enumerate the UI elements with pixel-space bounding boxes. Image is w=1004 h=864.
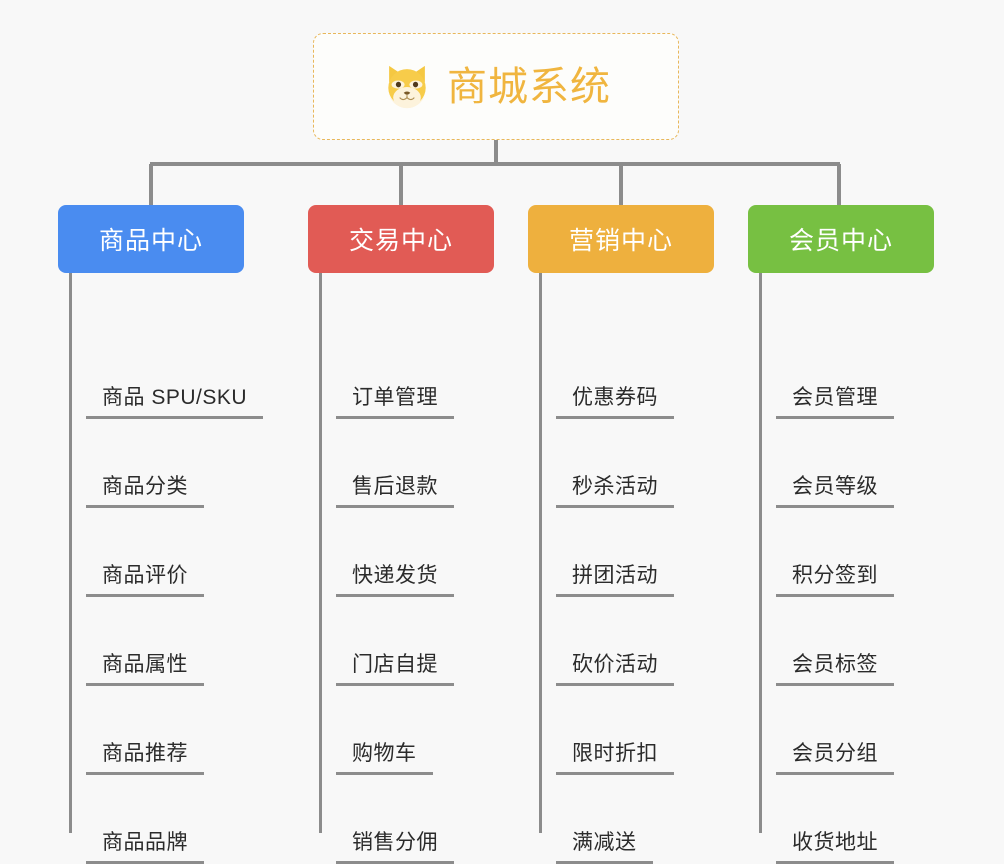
- list-item[interactable]: 购物车: [336, 743, 433, 775]
- list-item[interactable]: 门店自提: [336, 654, 454, 686]
- item-label: 会员标签: [776, 654, 894, 686]
- category-items-0: 商品 SPU/SKU 商品分类 商品评价 商品属性 商品推荐 商品品牌: [69, 273, 278, 864]
- item-label: 砍价活动: [556, 654, 674, 686]
- item-label: 收货地址: [776, 832, 894, 864]
- category-items-2: 优惠券码 秒杀活动 拼团活动 砍价活动 限时折扣 满减送: [539, 273, 748, 864]
- item-label: 商品评价: [86, 565, 204, 597]
- item-label: 秒杀活动: [556, 476, 674, 508]
- item-label: 销售分佣: [336, 832, 454, 864]
- list-item[interactable]: 拼团活动: [556, 565, 674, 597]
- category-column-会员中心: 会员中心 会员管理 会员等级 积分签到 会员标签 会员分组 收货地址: [748, 205, 968, 864]
- list-item[interactable]: 商品推荐: [86, 743, 204, 775]
- item-label: 门店自提: [336, 654, 454, 686]
- list-item[interactable]: 商品品牌: [86, 832, 204, 864]
- item-label: 拼团活动: [556, 565, 674, 597]
- category-label-3: 会员中心: [788, 227, 893, 255]
- item-label: 商品分类: [86, 476, 204, 508]
- list-item[interactable]: 砍价活动: [556, 654, 674, 686]
- item-label: 购物车: [336, 743, 433, 775]
- category-items-3: 会员管理 会员等级 积分签到 会员标签 会员分组 收货地址: [759, 273, 968, 864]
- category-header-0[interactable]: 商品中心: [58, 205, 244, 273]
- list-item[interactable]: 会员管理: [776, 387, 894, 419]
- category-label-0: 商品中心: [98, 227, 203, 255]
- category-label-2: 营销中心: [568, 227, 673, 255]
- category-label-1: 交易中心: [348, 227, 453, 255]
- item-label: 商品属性: [86, 654, 204, 686]
- root-node[interactable]: 商城系统: [313, 33, 679, 140]
- item-label: 优惠券码: [556, 387, 674, 419]
- root-title: 商城系统: [447, 64, 611, 109]
- item-label: 限时折扣: [556, 743, 674, 775]
- item-label: 售后退款: [336, 476, 454, 508]
- list-item[interactable]: 积分签到: [776, 565, 894, 597]
- category-column-营销中心: 营销中心 优惠券码 秒杀活动 拼团活动 砍价活动 限时折扣 满减送: [528, 205, 748, 864]
- list-item[interactable]: 收货地址: [776, 832, 894, 864]
- item-label: 会员分组: [776, 743, 894, 775]
- list-item[interactable]: 会员等级: [776, 476, 894, 508]
- item-label: 满减送: [556, 832, 653, 864]
- category-column-商品中心: 商品中心 商品 SPU/SKU 商品分类 商品评价 商品属性 商品推荐 商品品牌: [58, 205, 278, 864]
- list-item[interactable]: 销售分佣: [336, 832, 454, 864]
- list-item[interactable]: 优惠券码: [556, 387, 674, 419]
- list-item[interactable]: 秒杀活动: [556, 476, 674, 508]
- category-items-1: 订单管理 售后退款 快递发货 门店自提 购物车 销售分佣: [319, 273, 528, 864]
- item-label: 商品 SPU/SKU: [86, 387, 264, 419]
- item-label: 商品推荐: [86, 743, 204, 775]
- list-item[interactable]: 会员标签: [776, 654, 894, 686]
- category-columns: 商品中心 商品 SPU/SKU 商品分类 商品评价 商品属性 商品推荐 商品品牌…: [0, 205, 1004, 864]
- list-item[interactable]: 会员分组: [776, 743, 894, 775]
- category-header-2[interactable]: 营销中心: [528, 205, 714, 273]
- shiba-dog-face-icon: [388, 65, 426, 108]
- list-item[interactable]: 满减送: [556, 832, 653, 864]
- list-item[interactable]: 商品 SPU/SKU: [86, 387, 264, 419]
- category-column-交易中心: 交易中心 订单管理 售后退款 快递发货 门店自提 购物车 销售分佣: [308, 205, 528, 864]
- item-label: 积分签到: [776, 565, 894, 597]
- item-label: 会员等级: [776, 476, 894, 508]
- list-item[interactable]: 限时折扣: [556, 743, 674, 775]
- list-item[interactable]: 商品评价: [86, 565, 204, 597]
- item-label: 快递发货: [336, 565, 454, 597]
- category-header-1[interactable]: 交易中心: [308, 205, 494, 273]
- list-item[interactable]: 订单管理: [336, 387, 454, 419]
- list-item[interactable]: 商品属性: [86, 654, 204, 686]
- list-item[interactable]: 售后退款: [336, 476, 454, 508]
- mindmap-canvas: 商城系统 商品中心 商品 SPU/SKU 商品分类 商品评价 商品属性 商品推荐…: [0, 33, 1004, 864]
- category-header-3[interactable]: 会员中心: [748, 205, 934, 273]
- list-item[interactable]: 快递发货: [336, 565, 454, 597]
- item-label: 会员管理: [776, 387, 894, 419]
- item-label: 商品品牌: [86, 832, 204, 864]
- list-item[interactable]: 商品分类: [86, 476, 204, 508]
- item-label: 订单管理: [336, 387, 454, 419]
